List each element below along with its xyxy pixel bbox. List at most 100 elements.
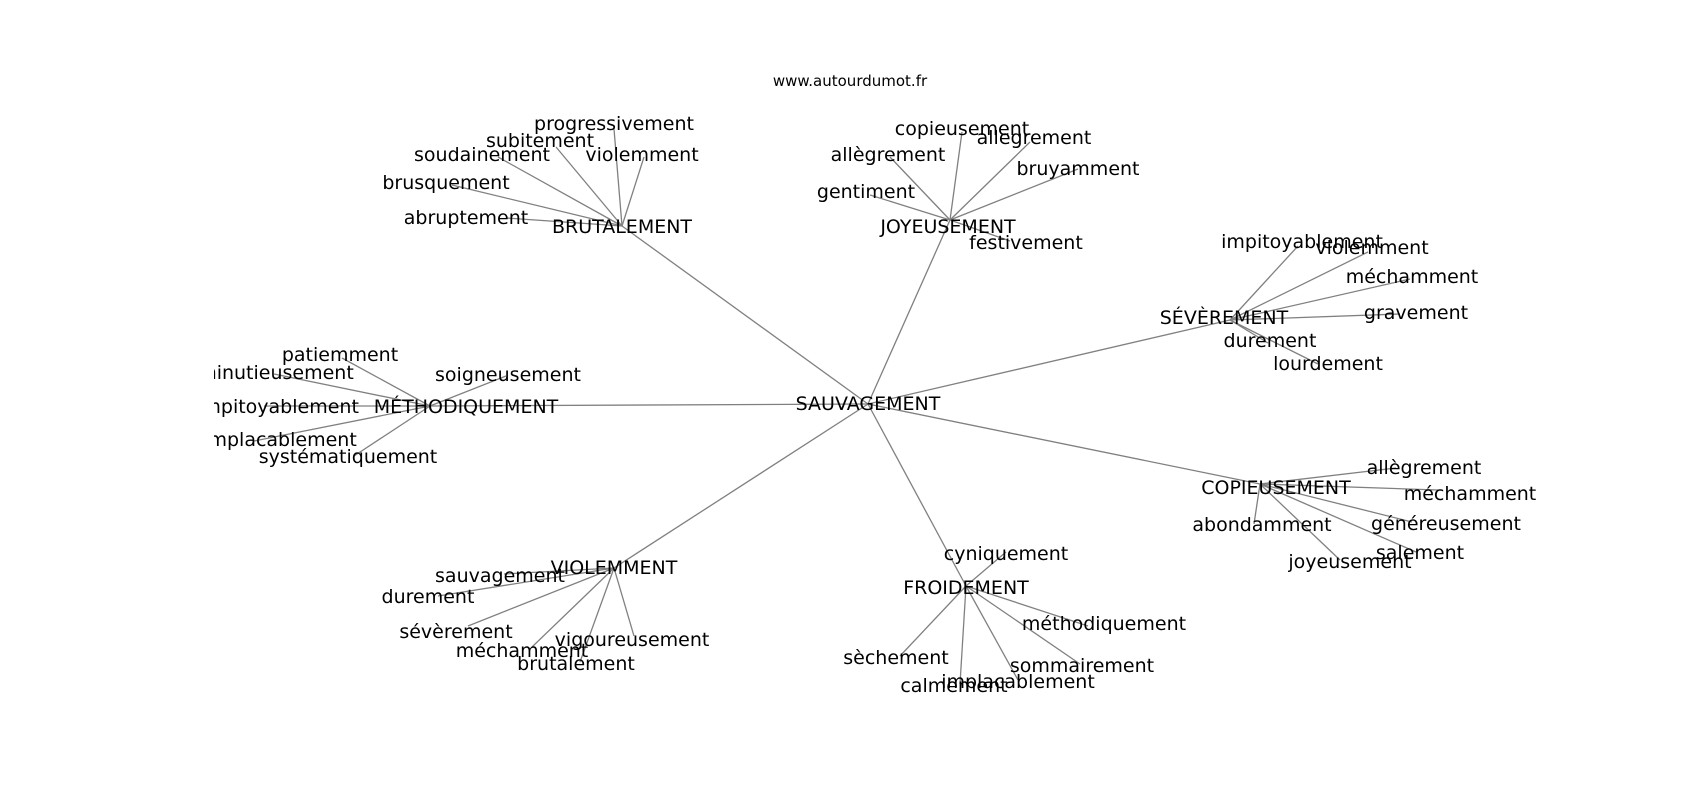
leaf-edge: [531, 567, 615, 648]
leaf-edge: [437, 567, 615, 597]
leaf-node-label: joyeusement: [1287, 551, 1411, 573]
leaf-edge: [1229, 245, 1299, 321]
hub-edge: [429, 403, 869, 407]
leaf-node-label: allegrement: [977, 127, 1092, 149]
leaf-node-label: systématiquement: [259, 446, 438, 468]
leaf-edge: [429, 375, 507, 407]
leaf-edge: [253, 405, 431, 442]
leaf-node-label: subitement: [486, 130, 594, 152]
leaf-edge: [1229, 313, 1401, 321]
leaf-node-label: abondamment: [1192, 514, 1331, 536]
leaf-edge: [965, 585, 1019, 681]
leaf-edge: [1259, 483, 1413, 523]
leaf-edge: [889, 156, 951, 221]
leaf-node-label: patiemment: [282, 344, 398, 366]
leaf-node-label: salement: [1376, 542, 1464, 564]
hub-node-label: COPIEUSEMENT: [1201, 477, 1351, 499]
leaf-edge: [1259, 483, 1417, 553]
center-node-label: SAUVAGEMENT: [796, 393, 941, 415]
site-label: www.autourdumot.fr: [772, 72, 928, 90]
leaf-node-label: brutalement: [517, 653, 635, 675]
leaf-edge: [579, 567, 615, 663]
leaf-edge: [1259, 483, 1439, 491]
leaf-node-label: soigneusement: [435, 364, 581, 386]
leaf-edge: [1253, 483, 1261, 525]
leaf-node-label: violemment: [585, 144, 698, 166]
leaf-node-label: généreusement: [1371, 513, 1521, 535]
leaf-edge: [1229, 319, 1319, 365]
word-graph: SAUVAGEMENT progressivementsubitementsoud…: [214, 113, 1536, 697]
leaf-edge: [949, 219, 1011, 242]
leaf-node-label: allègrement: [1367, 457, 1482, 479]
leaf-edge: [503, 567, 615, 575]
leaf-edge: [949, 168, 1079, 221]
leaf-node-label: soudainement: [414, 144, 550, 166]
leaf-node-label: durement: [382, 586, 475, 608]
leaf-node-label: méchamment: [1346, 266, 1479, 288]
leaf-node-label: sèchement: [843, 647, 948, 669]
leaf-edge: [949, 131, 963, 221]
leaf-edge: [467, 567, 615, 627]
leaf-node-label: gravement: [1364, 302, 1468, 324]
leaf-edge: [1259, 467, 1397, 485]
leaf-edge: [899, 585, 967, 657]
leaf-edge: [965, 585, 1081, 665]
leaf-node-label: lourdement: [1273, 353, 1383, 375]
leaf-edge: [965, 551, 1007, 587]
leaf-node-label: sommairement: [1010, 655, 1154, 677]
leaf-node-label: méthodiquement: [1022, 613, 1186, 635]
leaf-edge: [353, 405, 431, 457]
leaf-edge: [497, 156, 623, 227]
leaf-node-label: bruyamment: [1017, 158, 1140, 180]
hub-edge: [621, 225, 869, 405]
leaf-edge: [949, 141, 1031, 221]
leaf-edge: [341, 357, 431, 407]
leaf-node-label: brusquement: [382, 172, 509, 194]
hub-edge: [867, 219, 951, 405]
hub-edge: [613, 403, 869, 569]
leaf-edge: [1229, 251, 1369, 321]
leaf-node-label: copieusement: [895, 118, 1029, 140]
hub-edge: [867, 403, 967, 587]
leaf-edge: [505, 217, 623, 227]
hub-node-label: BRUTALEMENT: [552, 216, 692, 238]
hub-edge: [867, 319, 1231, 405]
leaf-edge: [1229, 278, 1411, 321]
leaf-node-label: gentiment: [817, 181, 915, 203]
leaf-edge: [613, 567, 635, 637]
leaf-edge: [555, 146, 623, 227]
edges: [253, 128, 1439, 685]
hub-node-label: SÉVÈREMENT: [1160, 306, 1289, 329]
leaf-node-label: durement: [1224, 330, 1317, 352]
labels: SAUVAGEMENT progressivementsubitementsoud…: [214, 113, 1536, 697]
leaf-node-label: festivement: [969, 232, 1083, 254]
leaf-node-label: minutieusement: [214, 362, 354, 384]
leaf-node-label: allègrement: [831, 144, 946, 166]
leaf-node-label: implacablement: [941, 671, 1095, 693]
leaf-edge: [869, 194, 951, 221]
leaf-node-label: sévèrement: [399, 621, 512, 643]
leaf-edge: [621, 156, 645, 227]
leaf-node-label: abruptement: [404, 207, 528, 229]
leaf-node-label: implacablement: [214, 429, 357, 451]
leaf-edge: [959, 585, 967, 685]
leaf-node-label: vigoureusement: [555, 629, 710, 651]
leaf-node-label: calmement: [900, 675, 1007, 697]
leaf-node-label: sauvagement: [435, 565, 565, 587]
leaf-node-label: cyniquement: [944, 543, 1069, 565]
hub-node-label: VIOLEMMENT: [551, 557, 678, 579]
hub-node-label: MÉTHODIQUEMENT: [374, 395, 559, 418]
leaf-node-label: impitoyablement: [214, 396, 359, 418]
leaf-edge: [613, 128, 623, 227]
leaf-edge: [1259, 483, 1341, 561]
hub-edge: [867, 403, 1261, 485]
leaf-node-label: violemment: [1315, 237, 1428, 259]
leaf-edge: [965, 585, 1089, 627]
hub-node-label: FROIDEMENT: [903, 577, 1029, 599]
leaf-node-label: impitoyablement: [1221, 231, 1383, 253]
leaf-node-label: progressivement: [534, 113, 694, 135]
leaf-node-label: méchamment: [456, 640, 589, 662]
leaf-edge: [273, 373, 431, 407]
leaf-node-label: méchamment: [1404, 483, 1537, 505]
